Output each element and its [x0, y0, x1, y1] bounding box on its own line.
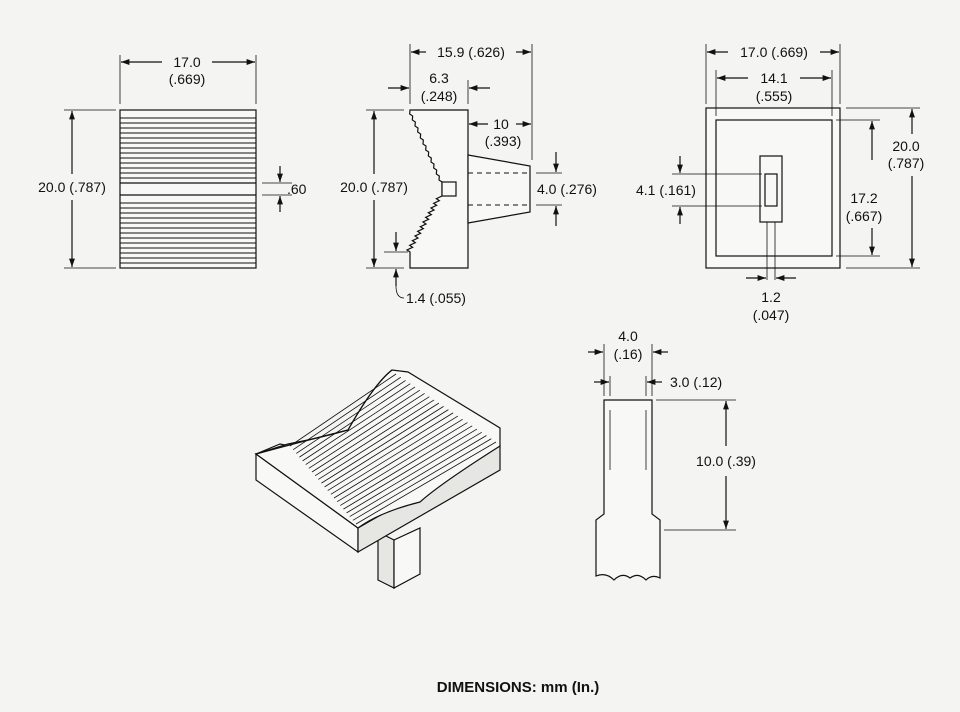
iso-ridge-line	[340, 425, 473, 506]
slot-width-label: 1.2	[761, 289, 781, 305]
iso-ridge-line	[299, 383, 411, 458]
iso-ridge-line	[321, 406, 444, 484]
front-width-label: 17.0	[173, 54, 200, 70]
front-height-label: 20.0 (.787)	[38, 179, 106, 195]
bottom-inner-width-inch-label: (.555)	[756, 88, 793, 104]
iso-ridge-line	[308, 393, 425, 469]
bottom-inner-height-inch-label: (.667)	[846, 208, 883, 224]
iso-ridge-line	[355, 441, 497, 525]
iso-ridge-line	[343, 428, 478, 510]
iso-ridge-line	[324, 409, 449, 488]
iso-ridge-line	[349, 435, 487, 517]
iso-ridge-line	[305, 389, 421, 465]
stem-height-label: 4.0 (.276)	[537, 181, 597, 197]
stem-length-inch-label: (.393)	[485, 133, 522, 149]
front-view: 17.0 (.669) 20.0 (.787) .60	[35, 54, 307, 269]
side-height-label: 20.0 (.787)	[340, 179, 408, 195]
stem-detail: 4.0 (.16) 3.0 (.12) 10.0 (.39)	[588, 328, 759, 581]
bottom-view: 17.0 (.669) 14.1 (.555) 20.0 (.787) 17.2…	[636, 44, 924, 323]
iso-ridge-line	[327, 412, 454, 491]
iso-ridge-line	[330, 415, 459, 495]
front-grip-ridges	[120, 117, 256, 264]
stem-top-width-label: 4.0	[618, 328, 638, 344]
iso-ridge-line	[289, 373, 397, 447]
iso-ridge-line	[336, 422, 468, 503]
bottom-outer-height-label: 20.0	[892, 138, 919, 154]
bottom-outer-width-label: 17.0 (.669)	[740, 44, 808, 60]
bottom-inner-width-label: 14.1	[760, 70, 787, 86]
iso-ridge-line	[311, 396, 430, 473]
iso-ridge-line	[302, 386, 416, 462]
stem-inner-width-label: 3.0 (.12)	[670, 374, 722, 390]
isometric-grip-ridges	[289, 373, 497, 525]
slot-width-inch-label: (.047)	[753, 307, 790, 323]
side-depth-label: 15.9 (.626)	[437, 44, 505, 60]
ridge-label: 1.4 (.055)	[406, 290, 466, 306]
iso-ridge-line	[333, 418, 463, 499]
bottom-inner-height-label: 17.2	[850, 190, 877, 206]
front-width-inch-label: (.669)	[169, 71, 206, 87]
iso-ridge-line	[352, 438, 492, 521]
stem-top-width-inch-label: (.16)	[614, 346, 643, 362]
stem-length-label: 10	[493, 116, 509, 132]
iso-ridge-line	[296, 380, 406, 454]
stem-length-detail-label: 10.0 (.39)	[696, 453, 756, 469]
groove-gap-label: .60	[287, 181, 307, 197]
side-base-width-inch-label: (.248)	[421, 88, 458, 104]
iso-ridge-line	[314, 399, 435, 477]
iso-ridge-line	[292, 376, 401, 451]
slot-height-label: 4.1 (.161)	[636, 182, 696, 198]
bottom-outer-height-inch-label: (.787)	[888, 155, 925, 171]
iso-ridge-line	[318, 402, 440, 480]
dimensions-caption: DIMENSIONS: mm (In.)	[437, 679, 600, 696]
isometric-view	[254, 369, 501, 590]
iso-ridge-line	[346, 431, 482, 514]
side-view: 15.9 (.626) 6.3 (.248) 10 (.393) 20.0 (.…	[337, 44, 597, 306]
side-base-width-label: 6.3	[429, 70, 449, 86]
side-profile	[405, 109, 469, 269]
